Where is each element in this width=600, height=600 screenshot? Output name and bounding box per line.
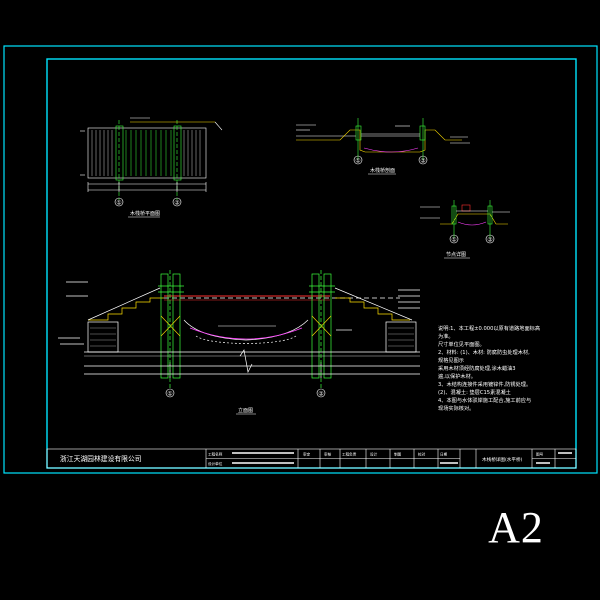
title-block-filler	[232, 452, 572, 464]
sheet-size-label: A2	[488, 503, 544, 552]
field-reviewed: 审核	[324, 452, 332, 457]
detail-view	[420, 200, 510, 238]
company-name: 浙江天湖园林建设有限公司	[60, 454, 142, 463]
title-block	[46, 448, 577, 469]
elevation-axis-left: ①	[167, 391, 172, 398]
detail-axis-right: ②	[487, 237, 493, 244]
field-check: 校对	[418, 452, 426, 457]
notes-block: 说明:1、本工程±0.000以原有道路地面标高 为准。 尺寸单位见平面图。 2、…	[438, 324, 540, 412]
field-draft: 制图	[394, 452, 402, 457]
note-line: 规格见图示	[438, 356, 464, 364]
section-small-axis-left: ①	[355, 158, 360, 165]
note-line: 3、木结构连接件采用镀锌件,防锈处理。	[438, 380, 531, 388]
inner-border	[46, 58, 577, 469]
section-small-axis-bubbles	[353, 155, 428, 165]
plan-axis-bubbles	[114, 197, 182, 207]
elevation-caption: 立面图	[238, 407, 253, 414]
field-project-name: 工程名称	[208, 452, 223, 457]
note-line: 采用木材须经防腐处理,涂木蜡油3	[438, 364, 516, 372]
drawing-title: 木栈桥详图(水平桥)	[482, 456, 523, 463]
plan-view	[80, 117, 223, 200]
section-small-axis-right: ②	[420, 158, 426, 165]
note-line: 说明:1、本工程±0.000以原有道路地面标高	[438, 324, 540, 332]
note-line: 现场实际核对。	[438, 404, 474, 412]
field-design-unit: 设计单位	[208, 461, 223, 466]
note-line: 尺寸单位见平面图。	[438, 340, 485, 348]
section-small-view	[296, 118, 470, 160]
note-line: 遍,以保护木材。	[438, 372, 476, 380]
detail-axis-bubbles	[449, 234, 495, 244]
detail-axis-left: ①	[451, 237, 456, 244]
note-line: 4、本图与水体驳岸施工配合,施工前应与	[438, 396, 531, 404]
note-line: 2、材料: (1)、木材: 防腐防虫处理木材,	[438, 348, 530, 356]
elevation-axis-right: ②	[318, 391, 324, 398]
note-line: 为准。	[438, 332, 454, 340]
outer-frame	[3, 45, 598, 474]
detail-caption: 节点详图	[446, 251, 466, 258]
section-small-caption: 木栈桥剖面	[370, 167, 395, 174]
field-date: 日期	[440, 452, 448, 457]
field-approved: 审定	[303, 452, 311, 457]
plan-axis-right: ②	[174, 200, 180, 207]
field-design: 设计	[370, 452, 378, 457]
elevation-view	[58, 270, 420, 388]
note-line: (2)、混凝土: 垫层C15素混凝土	[438, 388, 511, 396]
plan-axis-left: ①	[116, 200, 121, 207]
field-lead: 工程负责	[342, 452, 357, 457]
field-sheet-no: 图号	[536, 452, 544, 457]
elevation-axis-bubbles	[165, 388, 326, 398]
plan-caption: 木栈桥平面图	[130, 210, 160, 217]
title-block-fields: 工程名称 设计单位 审定 审核 工程负责 设计 制图 校对 日期 图号	[208, 452, 544, 467]
